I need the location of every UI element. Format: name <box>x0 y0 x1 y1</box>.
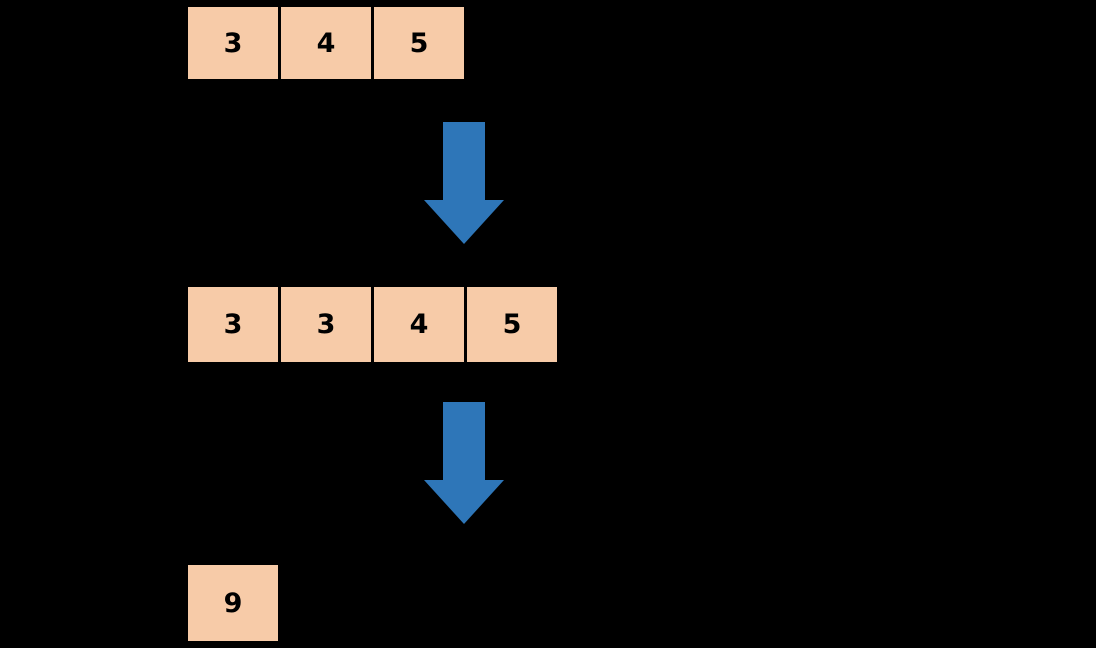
array-cell: 3 <box>186 285 280 364</box>
arrow-down-icon <box>424 402 504 524</box>
array-cell: 3 <box>186 5 280 81</box>
array-cell: 5 <box>465 285 559 364</box>
arrow-down-shape <box>424 122 504 244</box>
array-cell: 4 <box>279 5 373 81</box>
arrow-down-icon <box>424 122 504 244</box>
array-cell: 3 <box>279 285 373 364</box>
array-row-bottom: 9 <box>186 563 280 643</box>
array-cell: 9 <box>186 563 280 643</box>
array-cell: 5 <box>372 5 466 81</box>
array-row-top: 3 4 5 <box>186 5 466 81</box>
array-cell: 4 <box>372 285 466 364</box>
array-row-middle: 3 3 4 5 <box>186 285 559 364</box>
arrow-down-shape <box>424 402 504 524</box>
